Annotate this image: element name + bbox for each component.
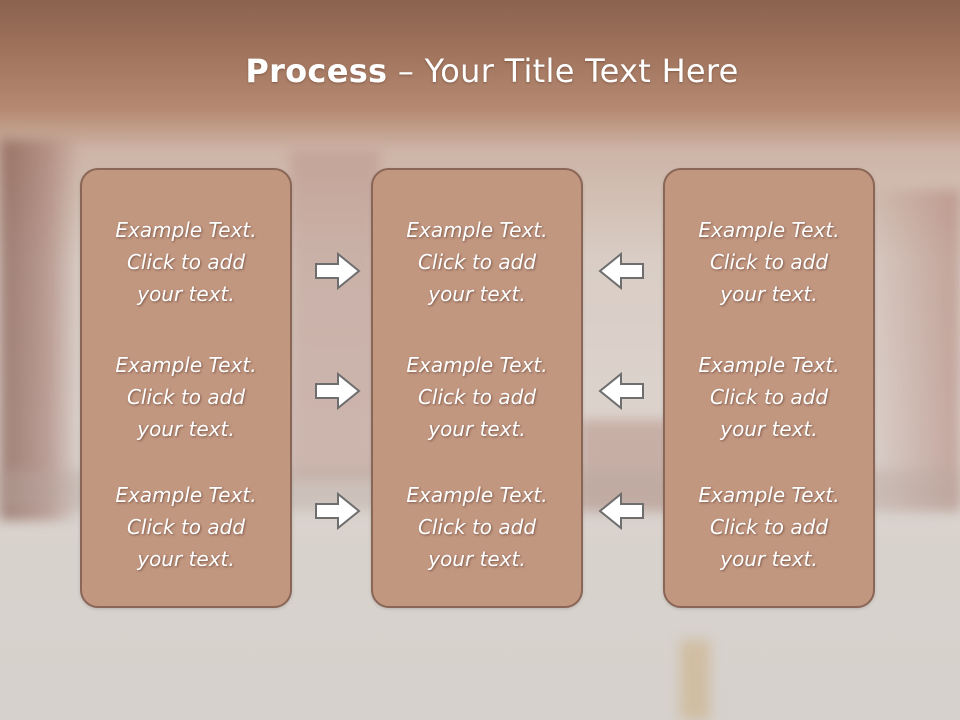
text-placeholder[interactable]: Example Text. Click to add your text.	[373, 479, 581, 575]
text-line: Click to add	[709, 515, 829, 539]
arrow-left-icon[interactable]	[597, 491, 645, 531]
arrow-right-icon[interactable]	[314, 491, 362, 531]
slide-title[interactable]: Process – Your Title Text Here	[0, 52, 960, 90]
text-line: your text.	[428, 417, 526, 441]
text-placeholder[interactable]: Example Text. Click to add your text.	[665, 349, 873, 445]
arrow-left-icon[interactable]	[597, 251, 645, 291]
text-line: your text.	[428, 547, 526, 571]
text-line: Example Text.	[406, 483, 548, 507]
process-box-right[interactable]: Example Text. Click to add your text. Ex…	[663, 168, 875, 608]
text-line: Click to add	[126, 250, 246, 274]
arrow-left-icon[interactable]	[597, 371, 645, 411]
text-line: your text.	[428, 282, 526, 306]
text-line: Click to add	[417, 385, 537, 409]
background-photo-shape	[290, 150, 380, 480]
text-line: Click to add	[709, 385, 829, 409]
text-line: Example Text.	[698, 218, 840, 242]
process-box-left[interactable]: Example Text. Click to add your text. Ex…	[80, 168, 292, 608]
text-line: Example Text.	[115, 218, 257, 242]
background-photo-shape	[680, 640, 710, 720]
text-line: Example Text.	[115, 353, 257, 377]
text-placeholder[interactable]: Example Text. Click to add your text.	[373, 349, 581, 445]
arrow-right-icon[interactable]	[314, 371, 362, 411]
text-line: your text.	[137, 417, 235, 441]
text-line: Example Text.	[698, 483, 840, 507]
title-rest-text: – Your Title Text Here	[387, 52, 739, 90]
text-line: your text.	[720, 417, 818, 441]
text-line: your text.	[720, 547, 818, 571]
text-placeholder[interactable]: Example Text. Click to add your text.	[82, 214, 290, 310]
text-placeholder[interactable]: Example Text. Click to add your text.	[665, 214, 873, 310]
text-line: your text.	[137, 282, 235, 306]
text-line: Click to add	[126, 385, 246, 409]
background-photo-shape	[580, 420, 670, 510]
text-line: Example Text.	[406, 218, 548, 242]
text-line: Click to add	[709, 250, 829, 274]
text-line: Click to add	[417, 250, 537, 274]
text-placeholder[interactable]: Example Text. Click to add your text.	[82, 349, 290, 445]
text-line: your text.	[137, 547, 235, 571]
text-line: Example Text.	[115, 483, 257, 507]
background-photo-shape	[0, 140, 80, 520]
text-line: Example Text.	[406, 353, 548, 377]
text-line: your text.	[720, 282, 818, 306]
text-placeholder[interactable]: Example Text. Click to add your text.	[665, 479, 873, 575]
process-box-middle[interactable]: Example Text. Click to add your text. Ex…	[371, 168, 583, 608]
arrow-right-icon[interactable]	[314, 251, 362, 291]
title-bold-text: Process	[245, 52, 388, 90]
text-placeholder[interactable]: Example Text. Click to add your text.	[373, 214, 581, 310]
background-photo-shape	[860, 190, 960, 510]
text-placeholder[interactable]: Example Text. Click to add your text.	[82, 479, 290, 575]
text-line: Click to add	[417, 515, 537, 539]
text-line: Example Text.	[698, 353, 840, 377]
text-line: Click to add	[126, 515, 246, 539]
